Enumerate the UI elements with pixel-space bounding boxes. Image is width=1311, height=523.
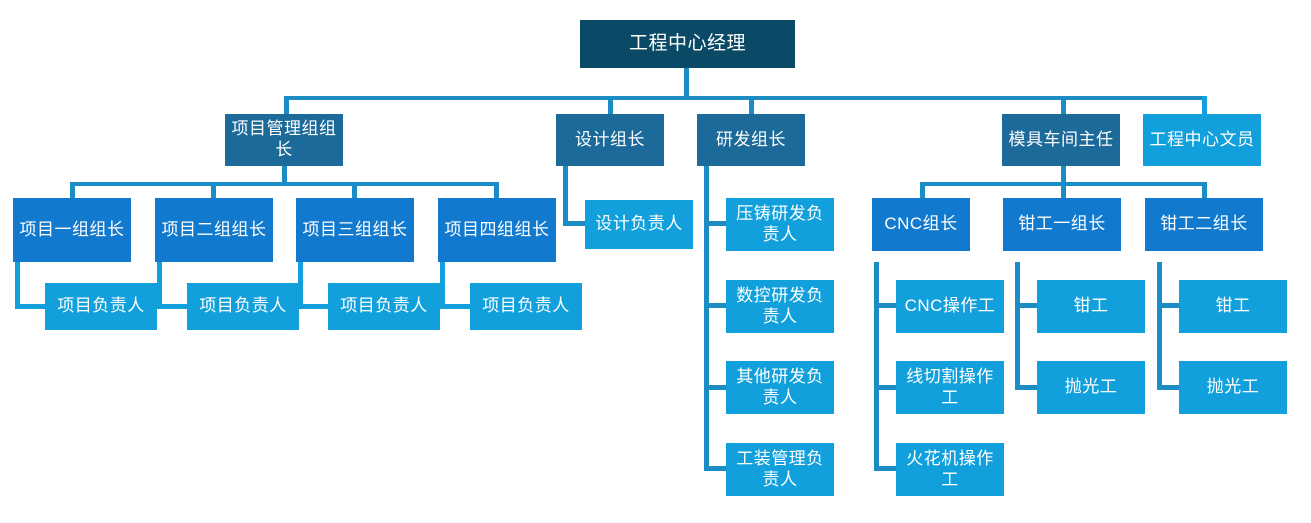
connector-cnc-branch-3	[874, 466, 896, 471]
connector-elbow-v-proj2	[157, 262, 162, 308]
connector-drop-proj4	[494, 182, 499, 198]
connector-drop-rd	[749, 96, 754, 114]
connector-elbow-v-proj1	[15, 262, 20, 308]
connector-drop-proj3	[352, 182, 357, 198]
node-rd-cnc-owner[interactable]: 数控研发负责人	[726, 280, 834, 333]
node-project-owner-1[interactable]: 项目负责人	[45, 283, 157, 330]
node-rd-diecasting-owner[interactable]: 压铸研发负责人	[726, 198, 834, 251]
connector-fitter1-branch-1	[1015, 303, 1037, 308]
node-engineering-center-manager[interactable]: 工程中心经理	[580, 20, 795, 68]
node-rd-group-leader[interactable]: 研发组长	[697, 114, 805, 166]
connector-elbow-h-proj1	[15, 304, 45, 309]
node-project-group-3-leader[interactable]: 项目三组组长	[296, 198, 414, 262]
node-engineering-center-clerk[interactable]: 工程中心文员	[1143, 114, 1261, 166]
node-tooling-management-owner[interactable]: 工装管理负责人	[726, 443, 834, 496]
node-mold-workshop-chief[interactable]: 模具车间主任	[1002, 114, 1120, 166]
connector-elbow-v-proj3	[298, 262, 303, 308]
node-fitter-worker-1[interactable]: 钳工	[1037, 280, 1145, 333]
node-project-group-4-leader[interactable]: 项目四组组长	[438, 198, 556, 262]
connector-drop-cnc	[920, 182, 925, 198]
connector-cnc-trunk	[874, 262, 879, 469]
connector-elbow-h-design	[563, 221, 585, 226]
connector-drop-proj1	[70, 182, 75, 198]
node-project-group-1-leader[interactable]: 项目一组组长	[13, 198, 131, 262]
node-fitter-group-1-leader[interactable]: 钳工一组长	[1003, 198, 1121, 251]
node-project-owner-3[interactable]: 项目负责人	[328, 283, 440, 330]
node-project-owner-4[interactable]: 项目负责人	[470, 283, 582, 330]
connector-drop-fitter2	[1202, 182, 1207, 198]
connector-drop-fitter1	[1061, 182, 1066, 198]
node-design-group-leader[interactable]: 设计组长	[556, 114, 664, 166]
connector-root-stem	[684, 68, 689, 99]
connector-rd-branch-3	[704, 385, 726, 390]
connector-drop-design	[608, 96, 613, 114]
connector-mold-stem	[1061, 166, 1066, 184]
connector-elbow-h-proj4	[440, 304, 470, 309]
connector-elbow-v-design	[563, 166, 568, 221]
connector-fitter1-trunk	[1015, 262, 1020, 388]
connector-pm-stem	[282, 166, 287, 184]
node-fitter-worker-2[interactable]: 钳工	[1179, 280, 1287, 333]
connector-rd-branch-2	[704, 303, 726, 308]
node-project-owner-2[interactable]: 项目负责人	[187, 283, 299, 330]
node-design-owner[interactable]: 设计负责人	[585, 200, 693, 249]
node-project-group-2-leader[interactable]: 项目二组组长	[155, 198, 273, 262]
connector-elbow-h-proj2	[157, 304, 187, 309]
connector-rd-trunk	[704, 166, 709, 469]
connector-elbow-h-proj3	[298, 304, 328, 309]
node-polisher-worker-1[interactable]: 抛光工	[1037, 361, 1145, 414]
connector-rd-branch-1	[704, 221, 726, 226]
node-wirecut-operator[interactable]: 线切割操作工	[896, 361, 1004, 414]
connector-cnc-branch-1	[874, 303, 896, 308]
connector-fitter1-branch-2	[1015, 385, 1037, 390]
connector-cnc-branch-2	[874, 385, 896, 390]
node-cnc-group-leader[interactable]: CNC组长	[872, 198, 970, 251]
connector-drop-proj2	[211, 182, 216, 198]
connector-rd-branch-4	[704, 466, 726, 471]
connector-fitter2-trunk	[1157, 262, 1162, 388]
connector-drop-mold	[1061, 96, 1066, 114]
connector-fitter2-branch-1	[1157, 303, 1179, 308]
connector-fitter2-branch-2	[1157, 385, 1179, 390]
node-polisher-worker-2[interactable]: 抛光工	[1179, 361, 1287, 414]
connector-drop-clerk	[1202, 96, 1207, 114]
connector-elbow-v-proj4	[440, 262, 445, 308]
node-project-management-group-leader[interactable]: 项目管理组组长	[225, 114, 343, 166]
connector-pm-bus	[71, 182, 499, 186]
node-fitter-group-2-leader[interactable]: 钳工二组长	[1145, 198, 1263, 251]
node-rd-other-owner[interactable]: 其他研发负责人	[726, 361, 834, 414]
node-edm-operator[interactable]: 火花机操作工	[896, 443, 1004, 496]
connector-root-bus	[285, 96, 1205, 100]
connector-drop-pm	[284, 96, 289, 114]
node-cnc-operator[interactable]: CNC操作工	[896, 280, 1004, 333]
